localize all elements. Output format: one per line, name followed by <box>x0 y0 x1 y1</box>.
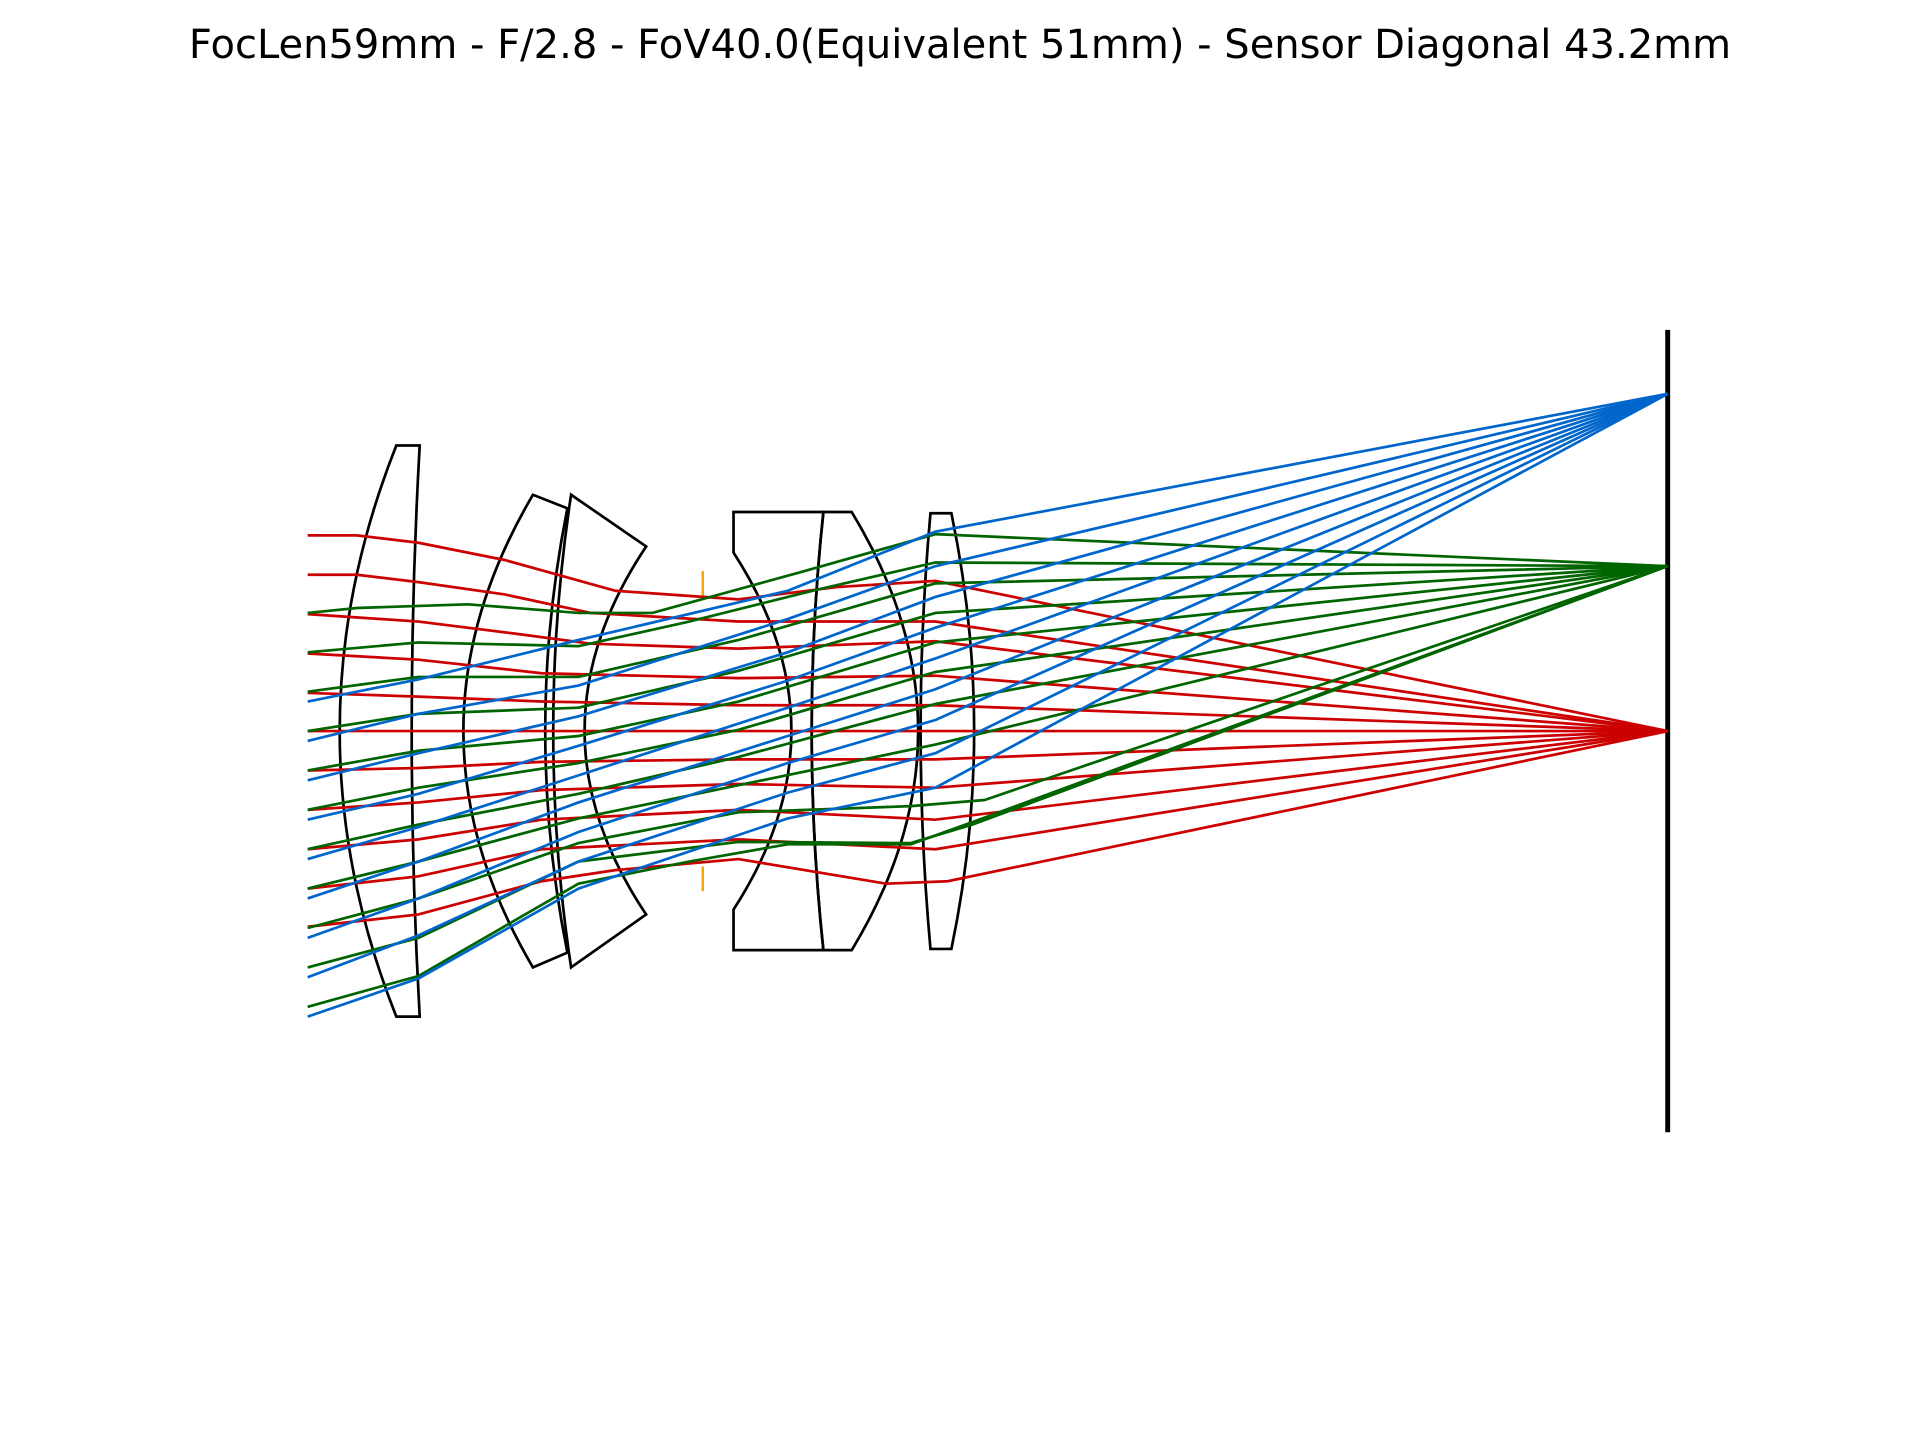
rays-mid-field <box>307 532 1669 1009</box>
diagram-title: FocLen59mm - F/2.8 - FoV40.0(Equivalent … <box>188 22 1732 68</box>
rays-edge-field <box>307 392 1669 1018</box>
lens-element-2 <box>462 493 569 970</box>
lens-element-1 <box>338 444 422 1018</box>
lens-element-5 <box>810 510 920 952</box>
lens-element-3 <box>551 492 649 970</box>
